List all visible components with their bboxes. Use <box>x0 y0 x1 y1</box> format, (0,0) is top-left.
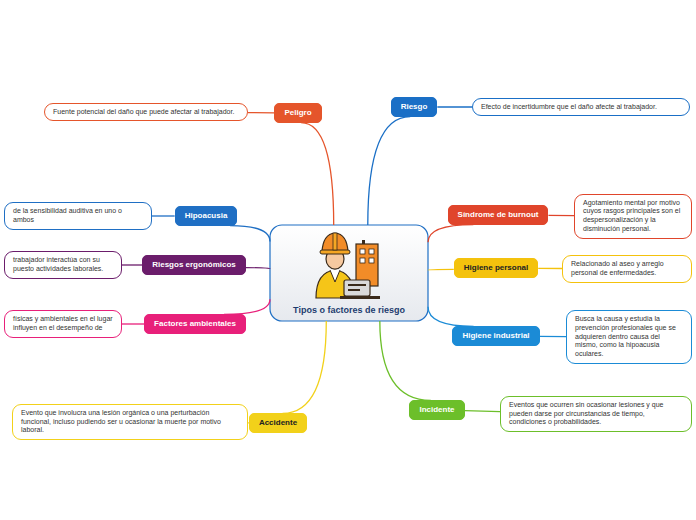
branch-label: Incidente <box>419 405 454 414</box>
description-text: Busca la causa y estudia la prevención p… <box>575 315 676 357</box>
branch-connector <box>246 268 270 269</box>
branch-connector <box>428 269 454 271</box>
branch-topic: Hipoacusia <box>175 206 238 225</box>
branch-connector <box>428 307 474 327</box>
branch-label: Higiene personal <box>464 263 528 272</box>
branch-connector <box>152 216 175 217</box>
branch-topic: Incidente <box>409 400 464 419</box>
branch-connector <box>437 107 472 108</box>
description-box: de la sensibilidad auditiva en uno o amb… <box>4 202 152 230</box>
branch-label: Hipoacusia <box>185 211 228 220</box>
branch-connector <box>248 112 274 113</box>
branch-topic: Accidente <box>249 413 307 432</box>
description-box: físicas y ambientales en el lugar influy… <box>4 310 122 338</box>
branch-topic: Riesgo <box>391 97 438 116</box>
branch-label: Accidente <box>259 418 297 427</box>
branch-label: Riesgo <box>401 102 428 111</box>
branch-connector <box>548 215 574 216</box>
description-box: Agotamiento mental por motivo cuyos rasg… <box>574 194 692 239</box>
branch-connector <box>230 226 270 242</box>
branch-label: Síndrome de burnout <box>458 210 539 219</box>
description-text: Efecto de incertidumbre que el daño afec… <box>481 103 657 110</box>
branch-connector <box>538 268 562 269</box>
central-topic: Tipos o factores de riesgo <box>270 225 428 321</box>
branch-label: Peligro <box>284 108 311 117</box>
branch-connector <box>540 336 566 337</box>
center-box-bg <box>270 225 428 321</box>
description-box: Evento que involucra una lesión orgánica… <box>12 404 248 440</box>
branch-connector <box>224 299 270 314</box>
branch-topic: Síndrome de burnout <box>448 205 549 224</box>
branch-connector <box>465 410 500 412</box>
branch-connector <box>122 265 142 266</box>
description-text: Eventos que ocurren sin ocasionar lesion… <box>509 401 663 426</box>
description-box: Eventos que ocurren sin ocasionar lesion… <box>500 396 692 432</box>
branch-connector <box>283 321 327 413</box>
branch-topic: Riesgos ergonómicos <box>142 255 246 274</box>
branch-connector <box>301 123 334 225</box>
central-title: Tipos o factores de riesgo <box>270 305 428 315</box>
description-box: trabajador interactúa con su puesto acti… <box>4 251 122 279</box>
branch-connector <box>428 225 473 243</box>
description-box: Busca la causa y estudia la prevención p… <box>566 310 692 364</box>
description-text: Relacionado al aseo y arreglo personal d… <box>571 260 664 276</box>
branch-topic: Peligro <box>274 103 321 122</box>
description-text: Fuente potencial del daño que puede afec… <box>53 108 234 115</box>
description-text: Agotamiento mental por motivo cuyos rasg… <box>583 199 680 232</box>
branch-connector <box>368 117 410 225</box>
description-text: físicas y ambientales en el lugar influy… <box>13 315 113 331</box>
worker-icon <box>316 233 380 299</box>
description-box: Fuente potencial del daño que puede afec… <box>44 103 248 122</box>
description-text: trabajador interactúa con su puesto acti… <box>13 256 103 272</box>
branch-label: Riesgos ergonómicos <box>152 260 236 269</box>
description-box: Efecto de incertidumbre que el daño afec… <box>472 98 690 117</box>
description-text: de la sensibilidad auditiva en uno o amb… <box>13 207 122 223</box>
branch-label: Factores ambientales <box>154 319 236 328</box>
description-box: Relacionado al aseo y arreglo personal d… <box>562 255 692 283</box>
branch-topic: Factores ambientales <box>144 314 246 333</box>
branch-connector <box>122 324 144 325</box>
branch-label: Higiene industrial <box>462 331 529 340</box>
branch-topic: Higiene personal <box>454 258 538 277</box>
branch-connector <box>380 321 431 400</box>
description-text: Evento que involucra una lesión orgánica… <box>21 409 221 434</box>
branch-topic: Higiene industrial <box>452 326 539 345</box>
